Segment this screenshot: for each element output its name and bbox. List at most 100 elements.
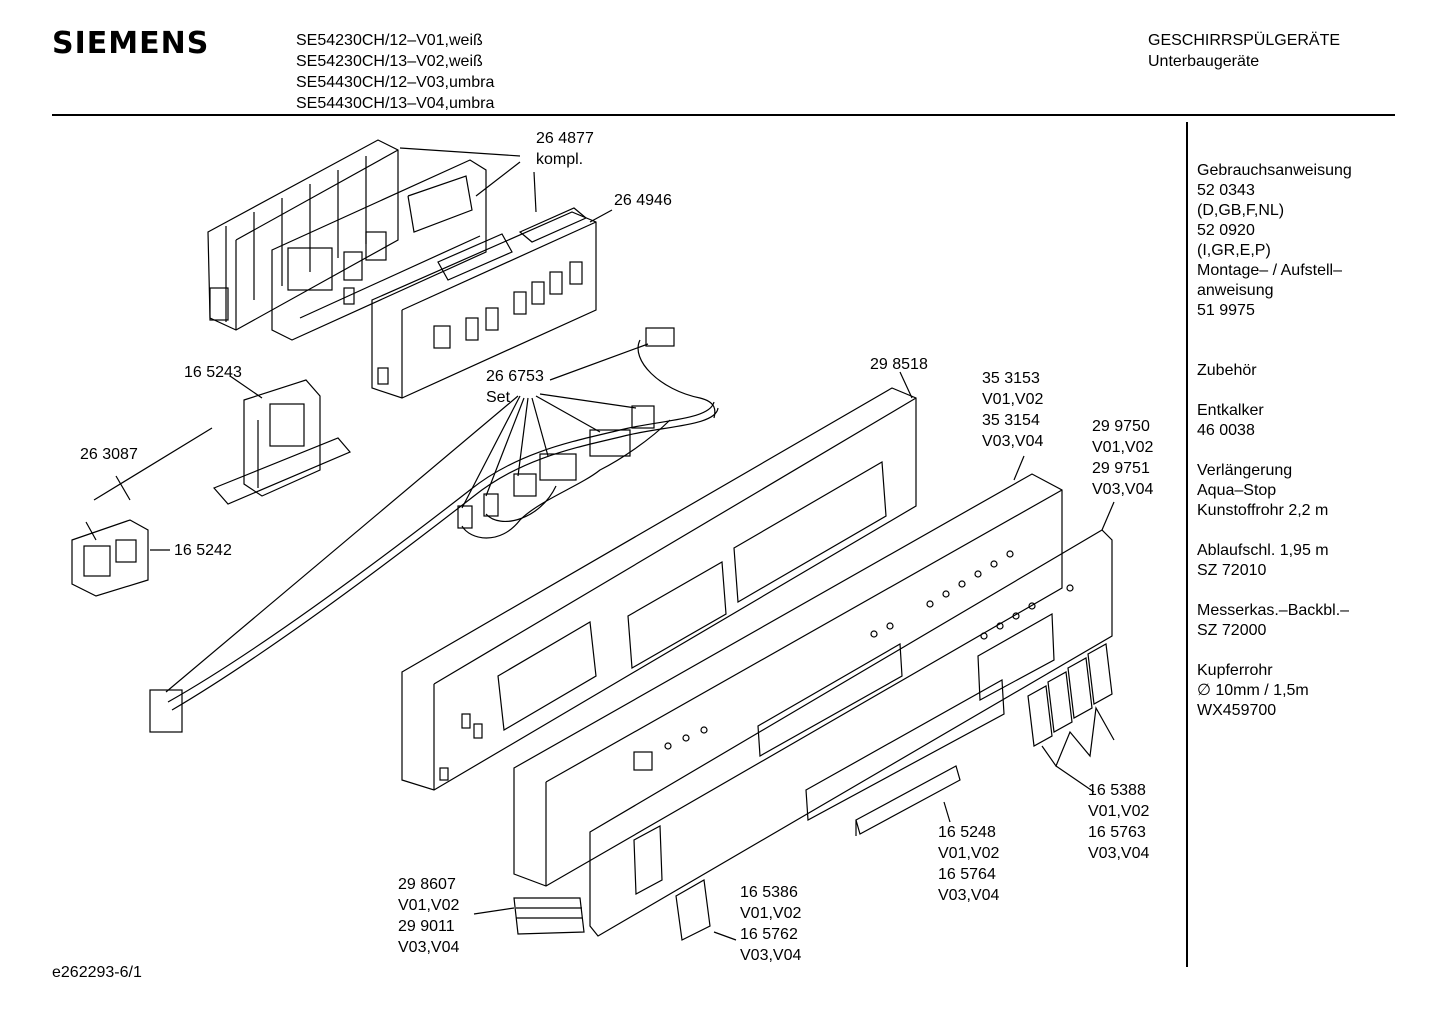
sidebar-divider [1186, 122, 1188, 967]
category-line: Unterbaugeräte [1148, 53, 1260, 70]
part-variant: V01,V02 [938, 845, 1000, 862]
part-number: 29 9011 [398, 918, 455, 935]
part-number: 29 9750 [1092, 418, 1150, 435]
button-set [1027, 643, 1115, 768]
part-number: 26 3087 [80, 446, 138, 463]
part-label-263087: 26 3087 [80, 444, 138, 465]
side-line: SZ 72000 [1197, 622, 1267, 639]
side-line: Verlängerung [1197, 462, 1293, 479]
side-line: anweisung [1197, 282, 1274, 299]
model-list: SE54230CH/12–V01,weiß SE54230CH/13–V02,w… [296, 30, 494, 114]
side-line: 52 0920 [1197, 222, 1255, 239]
part-number: 35 3153 [982, 370, 1040, 387]
side-line: Montage– / Aufstell– [1197, 262, 1342, 279]
extension-block: Verlängerung Aqua–Stop Kunstoffrohr 2,2 … [1197, 461, 1397, 521]
part-variant: V01,V02 [1088, 803, 1150, 820]
part-number: 16 5388 [1088, 782, 1146, 799]
side-line: Zubehör [1197, 362, 1257, 379]
part-number: 16 5242 [174, 542, 232, 559]
operating-module [371, 207, 597, 399]
part-number: 29 8607 [398, 876, 456, 893]
side-line: Messerkas.–Backbl.– [1197, 602, 1350, 619]
part-label-266753: 26 6753 Set [486, 366, 544, 408]
part-number: 16 5386 [740, 884, 798, 901]
part-variant: V01,V02 [982, 391, 1044, 408]
side-line: ∅ 10mm / 1,5m [1197, 682, 1309, 699]
cap-part [675, 879, 711, 941]
appliance-category: GESCHIRRSPÜLGERÄTE Unterbaugeräte [1148, 30, 1340, 72]
wire-harness [149, 327, 719, 733]
part-variant: V03,V04 [740, 947, 802, 964]
part-number: 26 4877 [536, 130, 594, 147]
part-label-165386: 16 5386 V01,V02 16 5762 V03,V04 [740, 882, 801, 966]
model-line: SE54230CH/13–V02,weiß [296, 53, 483, 70]
side-line: Gebrauchsanweisung [1197, 162, 1352, 179]
drain-hose-block: Ablaufschl. 1,95 m SZ 72010 [1197, 541, 1397, 581]
part-label-165388: 16 5388 V01,V02 16 5763 V03,V04 [1088, 780, 1149, 864]
header-divider [52, 114, 1395, 116]
side-line: Entkalker [1197, 402, 1264, 419]
copper-pipe-block: Kupferrohr ∅ 10mm / 1,5m WX459700 [1197, 661, 1397, 721]
part-label-353153: 35 3153 V01,V02 35 3154 V03,V04 [982, 368, 1043, 452]
part-label-165248: 16 5248 V01,V02 16 5764 V03,V04 [938, 822, 999, 906]
part-note: Set [486, 389, 511, 406]
part-number: 16 5764 [938, 866, 996, 883]
side-line: WX459700 [1197, 702, 1277, 719]
part-note: kompl. [536, 151, 584, 168]
part-number: 16 5248 [938, 824, 996, 841]
side-line: 46 0038 [1197, 422, 1255, 439]
side-line: Aqua–Stop [1197, 482, 1277, 499]
accessories-heading: Zubehör [1197, 361, 1397, 381]
circuit-board [271, 159, 487, 341]
control-module-frame [207, 139, 399, 331]
part-number: 16 5763 [1088, 824, 1146, 841]
part-label-165242: 16 5242 [174, 540, 232, 561]
front-panel [513, 473, 1063, 887]
side-line: Ablaufschl. 1,95 m [1197, 542, 1329, 559]
part-variant: V03,V04 [938, 887, 1000, 904]
part-number: 16 5243 [184, 364, 242, 381]
drawing-reference: e262293-6/1 [52, 964, 142, 981]
side-line: (I,GR,E,P) [1197, 242, 1271, 259]
part-variant: V01,V02 [398, 897, 460, 914]
part-label-299750: 29 9750 V01,V02 29 9751 V03,V04 [1092, 416, 1153, 500]
model-line: SE54230CH/12–V01,weiß [296, 32, 483, 49]
leader-lines [115, 147, 1115, 941]
part-number: 29 9751 [1092, 460, 1150, 477]
part-label-298518: 29 8518 [870, 354, 928, 375]
part-label-264877: 26 4877 kompl. [536, 128, 594, 170]
descaler-block: Entkalker 46 0038 [1197, 401, 1397, 441]
part-variant: V03,V04 [398, 939, 460, 956]
part-variant: V01,V02 [740, 905, 802, 922]
side-line: Kupferrohr [1197, 662, 1273, 679]
side-line: (D,GB,F,NL) [1197, 202, 1285, 219]
part-number: 16 5762 [740, 926, 798, 943]
part-label-165243: 16 5243 [184, 362, 242, 383]
panel-frame [401, 387, 917, 791]
side-line: 51 9975 [1197, 302, 1255, 319]
part-variant: V03,V04 [982, 433, 1044, 450]
part-number: 35 3154 [982, 412, 1040, 429]
part-variant: V03,V04 [1092, 481, 1154, 498]
model-line: SE54430CH/12–V03,umbra [296, 74, 495, 91]
side-line: SZ 72010 [1197, 562, 1267, 579]
part-label-264946: 26 4946 [614, 190, 672, 211]
side-line: 52 0343 [1197, 182, 1255, 199]
model-line: SE54430CH/13–V04,umbra [296, 95, 495, 112]
part-variant: V03,V04 [1088, 845, 1150, 862]
connecting-rod [93, 427, 213, 501]
side-line: Kunstoffrohr 2,2 m [1197, 502, 1329, 519]
switch-housing [212, 379, 351, 505]
pressure-switch [71, 519, 149, 597]
part-number: 26 6753 [486, 368, 544, 385]
part-variant: V01,V02 [1092, 439, 1154, 456]
foot-block [513, 897, 585, 935]
cutlery-basket-block: Messerkas.–Backbl.– SZ 72000 [1197, 601, 1397, 641]
cover-panel [589, 529, 1113, 937]
part-label-298607: 29 8607 V01,V02 29 9011 V03,V04 [398, 874, 459, 958]
handle-strip [855, 765, 961, 836]
brand-logo: SIEMENS [52, 26, 210, 61]
part-number: 29 8518 [870, 356, 928, 373]
part-number: 26 4946 [614, 192, 672, 209]
